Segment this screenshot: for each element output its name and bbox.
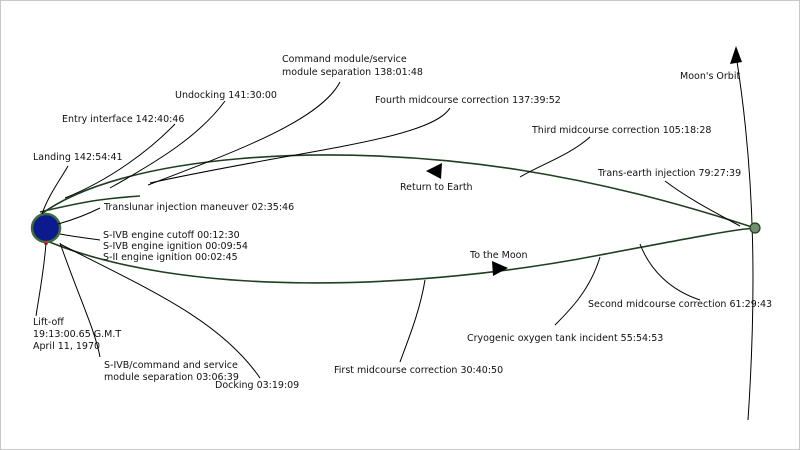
- label-first-midcourse: First midcourse correction 30:40:50: [334, 365, 503, 376]
- label-to-the-moon: To the Moon: [469, 250, 527, 261]
- moon-orbit-arc: [735, 54, 754, 421]
- label-oxygen-tank: Cryogenic oxygen tank incident 55:54:53: [467, 333, 663, 344]
- label-landing: Landing 142:54:41: [33, 152, 123, 163]
- label-third-midcourse: Third midcourse correction 105:18:28: [531, 125, 711, 136]
- label-trans-earth-injection: Trans-earth injection 79:27:39: [597, 168, 741, 179]
- label-fourth-midcourse: Fourth midcourse correction 137:39:52: [375, 95, 561, 106]
- return-arrow: [426, 163, 442, 179]
- label-sivb-separation-1: S-IVB/command and service: [104, 360, 238, 371]
- leader-first-midcourse: [399, 279, 426, 363]
- leader-entry-interface: [64, 123, 176, 199]
- leader-sivb-events: [59, 233, 101, 241]
- leader-undocking: [109, 100, 226, 189]
- label-cm-sm-separation-2: module separation 138:01:48: [282, 67, 423, 78]
- label-entry-interface: Entry interface 142:40:46: [62, 114, 184, 125]
- label-translunar-injection: Translunar injection maneuver 02:35:46: [103, 202, 294, 213]
- outbound-arrow: [492, 261, 508, 276]
- label-sivb-cutoff: S-IVB engine cutoff 00:12:30: [103, 230, 240, 241]
- label-sii-ignition: S-II engine ignition 00:02:45: [103, 252, 238, 263]
- label-liftoff-3: April 11, 1970: [33, 341, 100, 352]
- leader-second-midcourse: [639, 243, 701, 301]
- label-sivb-separation-2: module separation 03:06:39: [104, 372, 239, 383]
- leader-docking: [59, 243, 261, 379]
- leader-liftoff: [35, 242, 47, 317]
- moon: [749, 222, 761, 234]
- leader-cm-sm-separation: [147, 81, 341, 186]
- label-sivb-ignition: S-IVB engine ignition 00:09:54: [103, 241, 248, 252]
- inner-return-path: [39, 195, 141, 213]
- leader-landing: [41, 165, 69, 215]
- leader-translunar: [57, 207, 101, 225]
- leader-sivb-separation: [59, 242, 101, 358]
- leader-third-midcourse: [519, 136, 591, 178]
- label-liftoff-2: 19:13:00.65 G.M.T: [33, 329, 121, 340]
- label-liftoff-1: Lift-off: [33, 317, 64, 328]
- label-undocking: Undocking 141:30:00: [175, 90, 277, 101]
- label-cm-sm-separation-1: Command module/service: [282, 54, 407, 65]
- outbound-path: [39, 227, 756, 284]
- moon-orbit-arrowhead: [730, 46, 742, 64]
- label-moons-orbit: Moon's Orbit: [680, 71, 740, 82]
- leader-oxygen-tank: [554, 256, 601, 326]
- leader-trans-earth: [664, 180, 741, 227]
- label-second-midcourse: Second midcourse correction 61:29:43: [588, 299, 772, 310]
- label-docking: Docking 03:19:09: [215, 380, 299, 391]
- label-return-to-earth: Return to Earth: [400, 182, 473, 193]
- leader-fourth-midcourse: [149, 107, 451, 184]
- earth: [30, 212, 62, 244]
